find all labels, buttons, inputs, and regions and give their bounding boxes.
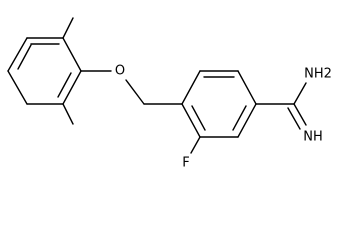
amine-bond	[293, 82, 307, 105]
imine-double-bond-b	[287, 107, 301, 130]
imine-label: NH	[303, 130, 323, 145]
molecule-structure: O F NH2 NH	[7, 17, 332, 171]
imine-double-bond-a	[293, 103, 307, 126]
dimethylphenyl-ring	[7, 37, 82, 105]
oxygen-label: O	[115, 64, 125, 79]
fluorine-label: F	[182, 156, 189, 171]
top-methyl-bond	[62, 17, 74, 39]
benzamidine-ring	[181, 70, 257, 138]
bottom-methyl-bond	[62, 103, 74, 125]
fluorine-bond	[190, 136, 201, 154]
amine-label: NH2	[304, 67, 332, 82]
oxygen-methylene-bond	[125, 79, 145, 105]
